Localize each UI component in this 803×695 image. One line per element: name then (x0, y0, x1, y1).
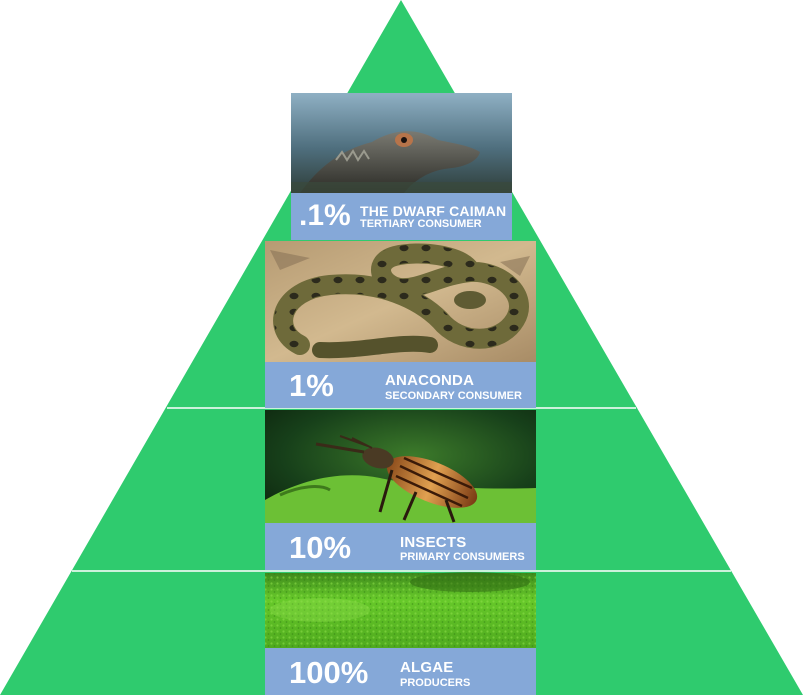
anaconda-photo (265, 241, 536, 362)
dwarf-caiman-photo (291, 93, 512, 193)
trophic-role: PRODUCERS (400, 677, 471, 689)
level-label-secondary: 1% ANACONDA SECONDARY CONSUMER (265, 362, 536, 408)
energy-percent: .1% (299, 199, 351, 232)
organism-name: ALGAE (400, 659, 454, 676)
energy-percent: 10% (289, 530, 352, 565)
organism-name: INSECTS (400, 534, 467, 551)
energy-percent: 100% (289, 655, 369, 690)
level-label-tertiary: .1% THE DWARF CAIMAN TERTIARY CONSUMER (291, 193, 512, 240)
organism-name: ANACONDA (385, 372, 475, 389)
level-label-producers: 100% ALGAE PRODUCERS (265, 648, 536, 695)
weevil-insect-photo (265, 410, 536, 523)
trophic-role: PRIMARY CONSUMERS (400, 551, 525, 563)
green-algae-photo (265, 572, 536, 648)
organism-name: THE DWARF CAIMAN (360, 203, 507, 219)
energy-percent: 1% (289, 368, 334, 403)
trophic-role: TERTIARY CONSUMER (360, 218, 482, 230)
level-label-primary: 10% INSECTS PRIMARY CONSUMERS (265, 523, 536, 570)
trophic-role: SECONDARY CONSUMER (385, 390, 522, 402)
